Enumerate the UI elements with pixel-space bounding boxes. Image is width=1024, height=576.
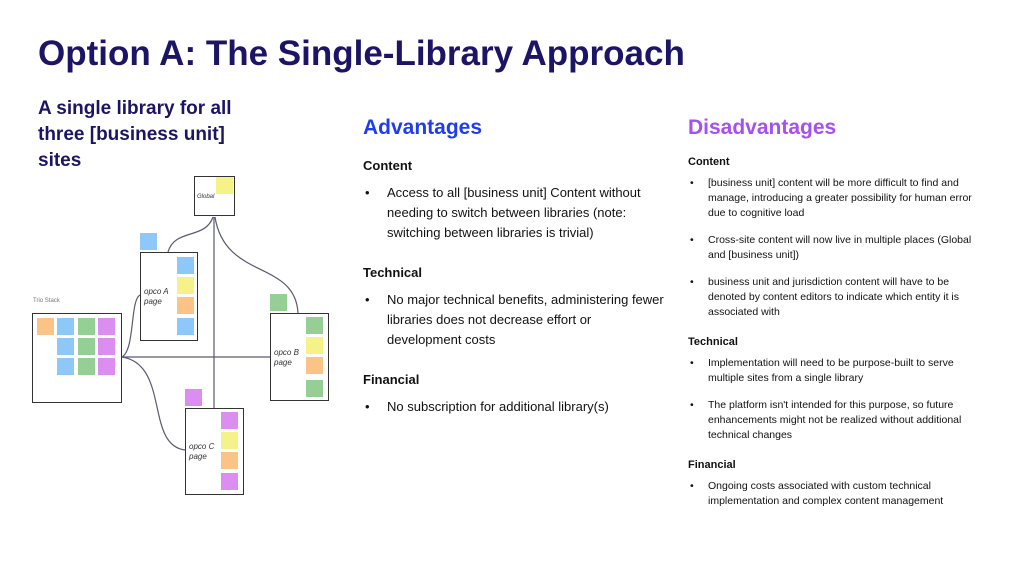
global-box: Global xyxy=(194,176,235,216)
list-item: • Access to all [business unit] Content w… xyxy=(363,183,668,243)
sticky-note xyxy=(57,318,74,335)
section-title: Technical xyxy=(363,265,423,280)
section-title: Financial xyxy=(688,459,736,471)
advantages-column: Advantages Content • Access to all [busin… xyxy=(363,116,668,421)
sticky-note xyxy=(98,338,115,355)
bullet: • xyxy=(690,357,694,369)
page-subtitle: A single library for all three [business… xyxy=(38,98,232,171)
global-label: Global xyxy=(197,194,215,200)
item-text: Cross-site content will now live in mult… xyxy=(708,234,972,261)
bullet: • xyxy=(365,292,370,307)
item-text: business unit and jurisdiction content w… xyxy=(708,276,959,318)
item-text: No subscription for additional library(s… xyxy=(387,399,609,414)
bullet: • xyxy=(690,177,694,189)
bullet: • xyxy=(690,276,694,288)
opco-a-box: opco A page xyxy=(140,252,198,341)
sticky-note xyxy=(98,318,115,335)
opco-b-box: opco B page xyxy=(270,313,329,401)
item-text: Access to all [business unit] Content wi… xyxy=(387,185,641,240)
list-item: • No subscription for additional library(… xyxy=(363,397,668,417)
sticky-note xyxy=(177,257,194,274)
bullet: • xyxy=(690,480,694,492)
advantages-heading: Advantages xyxy=(363,116,483,139)
sticky-note xyxy=(306,317,323,334)
list-item: • The platform isn't intended for this pu… xyxy=(688,398,988,443)
sticky-note xyxy=(306,357,323,374)
sticky-note xyxy=(177,277,194,294)
sticky-note xyxy=(221,432,238,449)
connector-trio-opco-a xyxy=(121,294,141,358)
section-title: Content xyxy=(688,156,730,168)
sticky-note xyxy=(78,318,95,335)
list-item: • No major technical benefits, administer… xyxy=(363,290,668,350)
sticky-note xyxy=(78,338,95,355)
sticky-note xyxy=(221,452,238,469)
section-title: Content xyxy=(363,158,413,173)
trio-stack-label: Trio Stack xyxy=(33,298,60,304)
item-text: Ongoing costs associated with custom tec… xyxy=(708,480,944,507)
list-item: • business unit and jurisdiction content … xyxy=(688,275,988,320)
sticky-note xyxy=(177,297,194,314)
disadvantages-column: Disadvantages Content • [business unit] c… xyxy=(688,116,988,521)
connector-global-opco-b xyxy=(214,216,299,314)
bullet: • xyxy=(690,399,694,411)
page-title: Option A: The Single-Library Approach xyxy=(38,34,685,73)
sticky-note xyxy=(270,294,287,311)
sticky-note xyxy=(216,177,233,194)
list-item: • Ongoing costs associated with custom te… xyxy=(688,479,988,509)
item-text: Implementation will need to be purpose-b… xyxy=(708,357,954,384)
sticky-note xyxy=(78,358,95,375)
sticky-note xyxy=(57,358,74,375)
section-title: Technical xyxy=(688,336,738,348)
sticky-note xyxy=(221,473,238,490)
opco-b-label: opco B page xyxy=(274,348,299,367)
sticky-note xyxy=(98,358,115,375)
opco-c-box: opco C page xyxy=(185,408,244,495)
list-item: • [business unit] content will be more di… xyxy=(688,176,988,221)
item-text: [business unit] content will be more dif… xyxy=(708,177,972,219)
disadvantages-heading: Disadvantages xyxy=(688,116,837,139)
section-title: Financial xyxy=(363,372,420,387)
list-item: • Cross-site content will now live in mul… xyxy=(688,233,988,263)
list-item: • Implementation will need to be purpose-… xyxy=(688,356,988,386)
sticky-note xyxy=(37,318,54,335)
sticky-note xyxy=(57,338,74,355)
sticky-note xyxy=(140,233,157,250)
bullet: • xyxy=(365,399,370,414)
sticky-note xyxy=(306,380,323,397)
sticky-note xyxy=(185,389,202,406)
item-text: The platform isn't intended for this pur… xyxy=(708,399,962,441)
bullet: • xyxy=(365,185,370,200)
trio-stack-box xyxy=(32,313,122,403)
item-text: No major technical benefits, administeri… xyxy=(387,292,664,347)
sticky-note xyxy=(177,318,194,335)
sticky-note xyxy=(221,412,238,429)
bullet: • xyxy=(690,234,694,246)
sticky-note xyxy=(306,337,323,354)
connector-global-opco-a xyxy=(167,216,214,253)
opco-c-label: opco C page xyxy=(189,442,215,461)
connector-trio-opco-c xyxy=(121,356,186,451)
opco-a-label: opco A page xyxy=(144,287,169,306)
